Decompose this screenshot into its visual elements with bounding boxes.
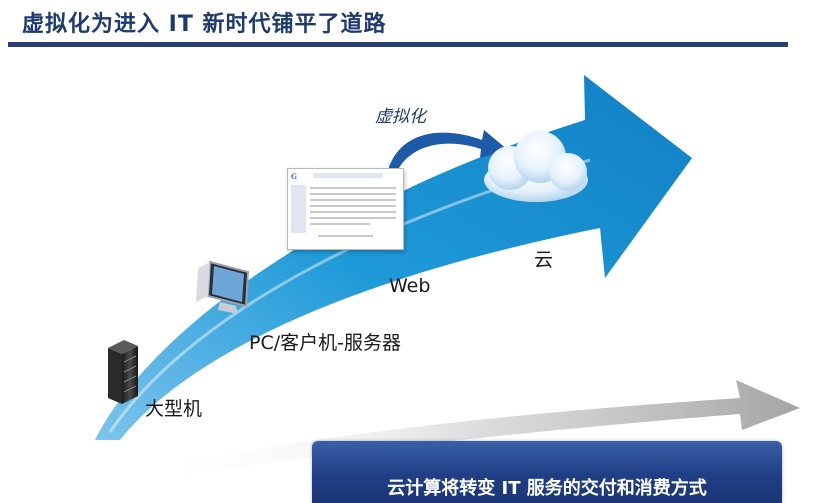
browser-sidebar: [291, 185, 306, 233]
monitor-icon: [196, 260, 250, 314]
curved-arrow-icon: [388, 130, 508, 174]
web-page-icon: G: [287, 168, 404, 250]
summary-banner: 云计算将转变 IT 服务的交付和消费方式: [312, 441, 782, 503]
browser-row: [310, 187, 396, 189]
server-rack-icon: [108, 340, 138, 404]
cloud-icon: [484, 131, 588, 202]
label-pc-client-server: PC/客户机-服务器: [249, 332, 401, 354]
label-cloud: 云: [534, 249, 554, 271]
label-mainframe: 大型机: [145, 398, 203, 420]
label-web: Web: [389, 275, 431, 297]
browser-logo: G: [291, 172, 297, 181]
browser-row: [310, 193, 396, 195]
browser-footer: [318, 235, 373, 237]
banner-text: 云计算将转变 IT 服务的交付和消费方式: [387, 478, 707, 499]
browser-row: [310, 199, 396, 201]
label-virtualization: 虚拟化: [375, 107, 426, 127]
browser-row: [310, 217, 396, 219]
browser-row: [310, 205, 396, 207]
page-title: 虚拟化为进入 IT 新时代铺平了道路: [22, 12, 387, 37]
browser-row: [310, 211, 396, 213]
evolution-arrow: [95, 75, 692, 440]
browser-toolbar: [313, 173, 383, 178]
title-divider: [8, 42, 788, 47]
browser-row: [310, 223, 370, 225]
